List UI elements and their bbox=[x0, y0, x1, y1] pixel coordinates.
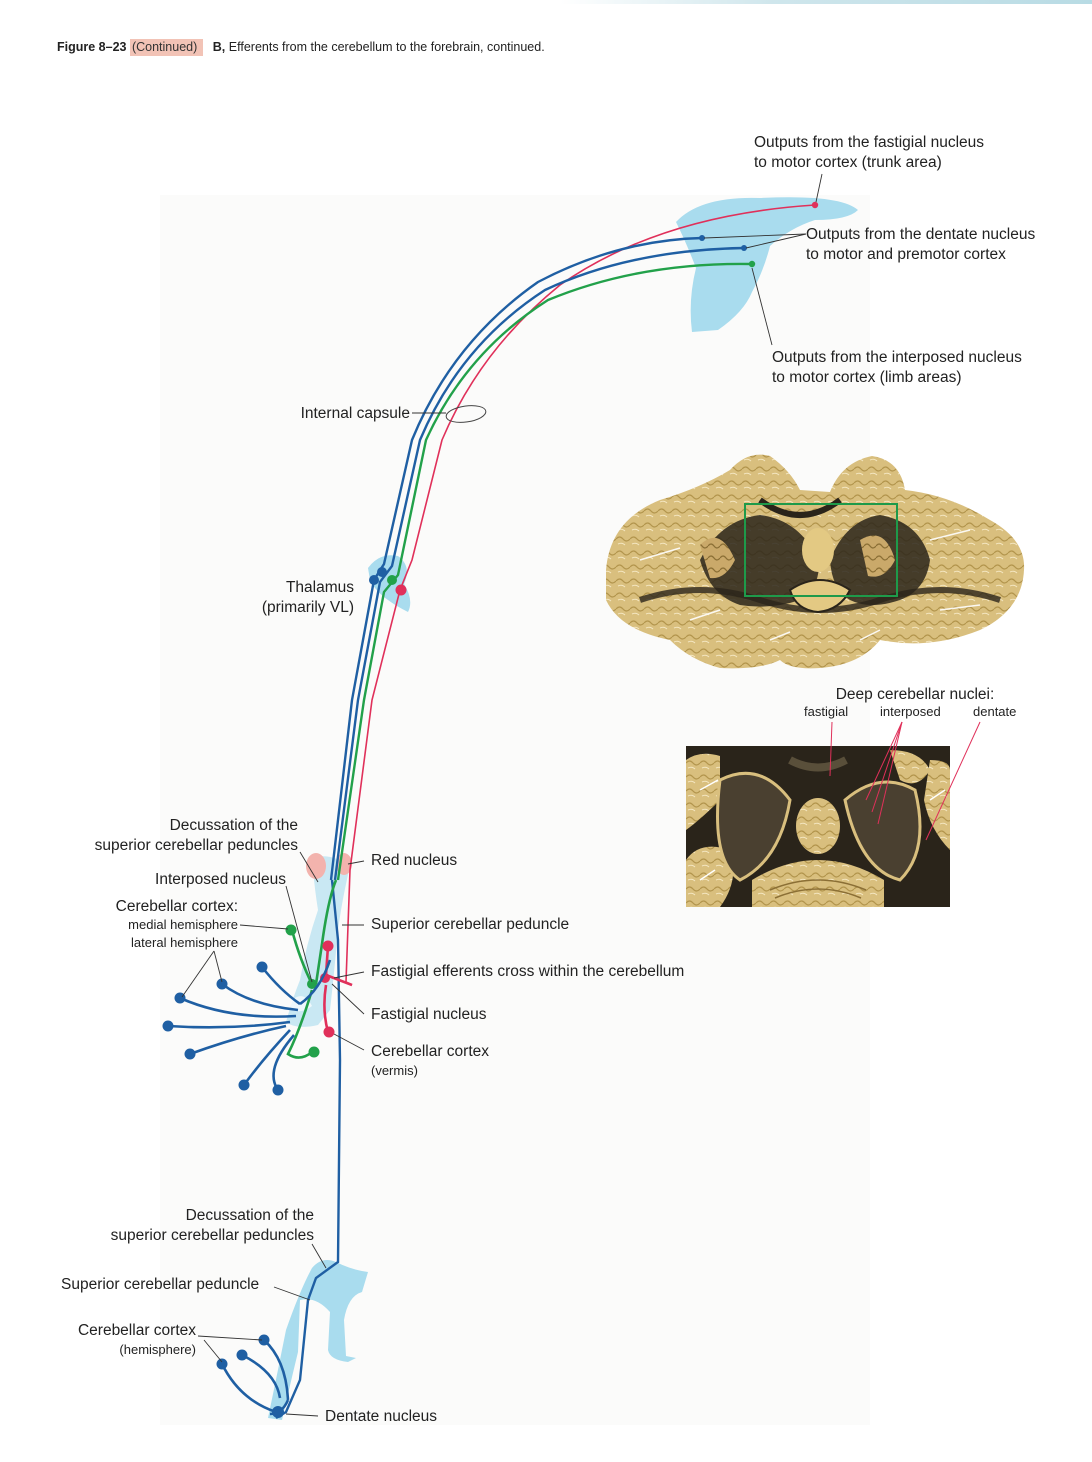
figure-number: Figure 8–23 bbox=[57, 40, 127, 54]
superior-peduncle-lower-label: Superior cerebellar peduncle bbox=[61, 1276, 260, 1293]
vermis-cortex-neuron bbox=[323, 1026, 335, 1038]
inset-pointer-lines bbox=[829, 721, 981, 841]
fastigial-output-line1: Outputs from the fastigial nucleus bbox=[754, 134, 985, 151]
deep-nuclei-dentate: dentate bbox=[973, 704, 1017, 719]
deep-nuclei-title: Deep cerebellar nuclei: bbox=[835, 686, 995, 703]
lateral-cortex-neuron-6 bbox=[238, 1079, 250, 1091]
cortex-vermis-line2: (vermis) bbox=[371, 1063, 418, 1078]
interposed-output-line1: Outputs from the interposed nucleus bbox=[772, 349, 1022, 366]
deep-nuclei-interposed: interposed bbox=[880, 704, 941, 719]
cortex-vermis-line1: Cerebellar cortex bbox=[371, 1043, 490, 1060]
cortex-vermis-label: Cerebellar cortex (vermis) bbox=[371, 1042, 489, 1080]
superior-peduncle-upper-label: Superior cerebellar peduncle bbox=[371, 916, 570, 933]
interposed-cortex-neuron-medial bbox=[285, 924, 297, 936]
red-nucleus-label: Red nucleus bbox=[371, 852, 458, 869]
decussation-lower-label: Decussation of the superior cerebellar p… bbox=[60, 1206, 314, 1246]
lateral-cortex-neuron-7 bbox=[272, 1084, 284, 1096]
page-top-accent-bar bbox=[560, 0, 1092, 4]
decussation-lower-line1: Decussation of the bbox=[185, 1207, 314, 1224]
cortex-hemisphere-label: Cerebellar cortex (hemisphere) bbox=[40, 1321, 196, 1359]
lateral-cortex-neuron-4 bbox=[162, 1020, 174, 1032]
cortex-hemisphere-line1: Cerebellar cortex bbox=[77, 1322, 196, 1339]
thalamus-neuron-red bbox=[395, 584, 407, 596]
deep-nuclei-inset-photo bbox=[686, 746, 950, 907]
figure-caption: Figure 8–23 (Continued) B, Efferents fro… bbox=[57, 39, 545, 56]
dentate-output-line1: Outputs from the dentate nucleus bbox=[806, 226, 1036, 243]
cerebellum-section-photo bbox=[606, 454, 1025, 669]
interposed-output-label: Outputs from the interposed nucleus to m… bbox=[772, 348, 1022, 388]
dentate-pathway-line-a bbox=[333, 246, 745, 881]
fastigial-cortex-neuron-upper bbox=[322, 940, 334, 952]
fastigial-cross-label: Fastigial efferents cross within the cer… bbox=[371, 963, 685, 980]
thalamus-neuron-blue-a bbox=[369, 575, 379, 585]
decussation-upper-label: Decussation of the superior cerebellar p… bbox=[60, 816, 298, 856]
internal-capsule-marker bbox=[445, 405, 487, 423]
hemisphere-cortex-neuron-3 bbox=[216, 1358, 228, 1370]
thalamus-neuron-blue-b bbox=[377, 567, 387, 577]
decussation-upper-line1: Decussation of the bbox=[169, 817, 298, 834]
interposed-nucleus-neuron bbox=[307, 979, 317, 989]
dentate-cortex-terminal-b bbox=[699, 235, 705, 241]
fastigial-pathway-line bbox=[345, 204, 816, 986]
dentate-nucleus-label: Dentate nucleus bbox=[325, 1408, 438, 1425]
dentate-output-label: Outputs from the dentate nucleus to moto… bbox=[806, 225, 1035, 265]
leader-lines bbox=[181, 173, 823, 1417]
hemisphere-cortex-neuron-2 bbox=[236, 1349, 248, 1361]
lateral-cortex-neuron-5 bbox=[184, 1048, 196, 1060]
medial-hemisphere-label: medial hemisphere bbox=[128, 917, 238, 932]
fastigial-cortex-terminal bbox=[811, 201, 819, 209]
cerebellar-cortex-label: Cerebellar cortex: bbox=[115, 898, 238, 915]
fastigial-nucleus-label: Fastigial nucleus bbox=[371, 1006, 487, 1023]
dentate-local-circuit-upper bbox=[167, 959, 332, 1091]
dentate-pathway-line-b bbox=[329, 236, 703, 881]
figure-continued-tag: (Continued) bbox=[129, 39, 204, 56]
interposed-cortex-terminal bbox=[748, 260, 756, 268]
decussation-lower-line2: superior cerebellar peduncles bbox=[110, 1227, 314, 1244]
dentate-output-line2: to motor and premotor cortex bbox=[806, 246, 1006, 263]
thalamus-neuron-green bbox=[387, 575, 397, 585]
lateral-cortex-neuron-1 bbox=[256, 961, 268, 973]
dentate-cortex-terminal-a bbox=[741, 245, 747, 251]
thalamus-label: Thalamus (primarily VL) bbox=[200, 578, 354, 618]
interposed-nucleus-label: Interposed nucleus bbox=[155, 871, 286, 888]
internal-capsule-label: Internal capsule bbox=[300, 405, 410, 422]
red-nucleus-left bbox=[306, 853, 326, 879]
lower-brainstem-region bbox=[268, 1260, 368, 1420]
decussation-upper-line2: superior cerebellar peduncles bbox=[94, 837, 298, 854]
deep-nuclei-fastigial: fastigial bbox=[804, 704, 849, 719]
hemisphere-cortex-neuron-1 bbox=[258, 1334, 270, 1346]
motor-cortex-region bbox=[676, 197, 858, 332]
interposed-pathway-line bbox=[336, 262, 753, 881]
lateral-cortex-neuron-2 bbox=[216, 978, 228, 990]
thalamus-line1: Thalamus bbox=[285, 579, 354, 596]
fastigial-output-line2: to motor cortex (trunk area) bbox=[754, 154, 942, 171]
interposed-output-line2: to motor cortex (limb areas) bbox=[772, 369, 962, 386]
figure-part-letter: B, bbox=[212, 40, 226, 54]
inset-highlight-box bbox=[744, 503, 898, 597]
fastigial-output-label: Outputs from the fastigial nucleus to mo… bbox=[754, 133, 984, 173]
figure-caption-text: Efferents from the cerebellum to the for… bbox=[228, 40, 545, 54]
dentate-nucleus-neuron bbox=[272, 1406, 284, 1418]
thalamus-line2: (primarily VL) bbox=[261, 599, 354, 616]
interposed-cortex-neuron-lower bbox=[308, 1046, 320, 1058]
cortex-hemisphere-line2: (hemisphere) bbox=[119, 1342, 196, 1357]
lateral-hemisphere-label: lateral hemisphere bbox=[131, 935, 238, 950]
